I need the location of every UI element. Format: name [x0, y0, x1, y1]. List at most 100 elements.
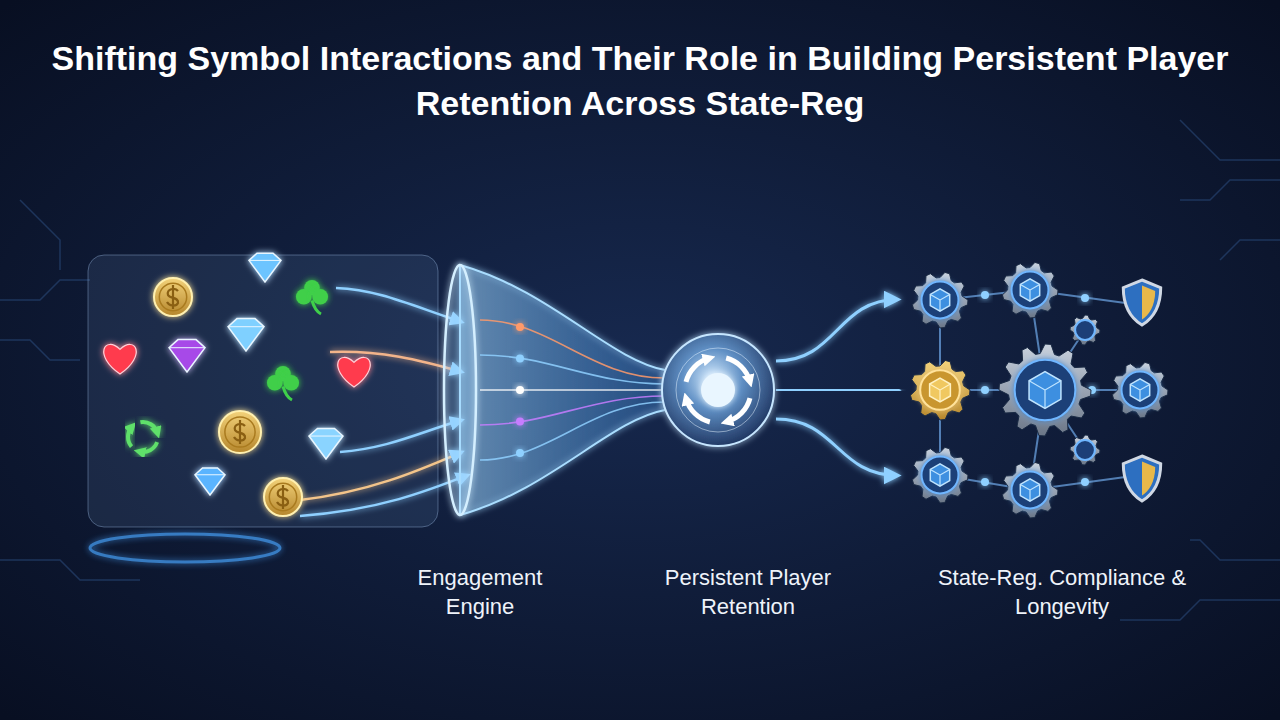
gear-network: State-Reg. Compliance & Longevity: [900, 250, 1185, 525]
gear-hub: [1075, 440, 1095, 460]
network-dot: [981, 291, 989, 299]
gear: [999, 344, 1091, 436]
stage-label: Engagement Engine: [400, 563, 560, 621]
circuit-trace: [1180, 120, 1280, 160]
symbols: [104, 253, 370, 516]
funnel-mouth: [444, 265, 476, 515]
funnel-shape: [440, 250, 665, 530]
flow-arrow: [300, 391, 462, 394]
heart-symbol: [338, 357, 370, 387]
gear-hub: [1075, 320, 1095, 340]
clover-leaf: [267, 375, 283, 391]
cube-icon: [1020, 479, 1039, 501]
panel-glow: [90, 534, 280, 562]
coin-mark: [277, 485, 288, 509]
diamond-facet: [309, 436, 343, 437]
circuit-trace: [1220, 240, 1280, 260]
funnel-node: Engagement Engine: [440, 250, 665, 530]
coin-mark: [234, 420, 245, 444]
gear-hub: [1015, 360, 1076, 421]
circuit-trace: [1190, 540, 1280, 560]
retention-orb: [662, 334, 774, 446]
stream-dot: [516, 418, 524, 426]
shield-half: [1142, 286, 1155, 320]
gear: [1070, 315, 1100, 345]
funnel-stream: [480, 389, 665, 391]
recycle-arrow: [140, 422, 157, 433]
diamond-facet: [169, 347, 205, 348]
cube-edges: [1029, 381, 1061, 409]
stream-dot: [516, 354, 524, 362]
cube-edges: [1130, 384, 1149, 401]
title: Shifting Symbol Interactions and Their R…: [40, 36, 1240, 126]
circle-shape: [660, 332, 776, 448]
recycle-arrow: [128, 427, 132, 447]
network-dot: [1081, 294, 1089, 302]
gear: [910, 360, 970, 420]
gear: [1112, 362, 1168, 418]
funnel-stream: [480, 402, 665, 460]
diamond-facet: [228, 326, 264, 327]
network-dot: [981, 386, 989, 394]
coin-symbol: [154, 278, 192, 316]
gear: [912, 447, 968, 503]
gear-hub: [1122, 372, 1159, 409]
retention-circle: Persistent Player Retention: [660, 332, 776, 448]
cube-edges: [930, 469, 949, 486]
diamond-facet: [195, 474, 225, 475]
clover-leaf: [312, 289, 328, 305]
funnel-stream: [480, 355, 665, 384]
flow-connector: [776, 419, 898, 476]
circuit-trace: [0, 340, 80, 360]
cube-icon: [1029, 372, 1061, 409]
cube-icon: [930, 289, 949, 311]
coin-rim: [269, 483, 296, 510]
cube-icon: [930, 378, 951, 402]
recycle-arrow: [140, 442, 157, 452]
shield-icon: [1123, 456, 1160, 501]
heart-symbol: [104, 344, 136, 374]
coin-symbol: [219, 411, 261, 453]
flow-connector: [776, 300, 898, 362]
network-dot: [1081, 478, 1089, 486]
shield-icon: [1123, 280, 1160, 325]
gear: [1002, 262, 1058, 318]
funnel-stream: [480, 396, 665, 425]
gear-hub: [1012, 272, 1049, 309]
clover-leaf: [296, 289, 312, 305]
clover-stem: [283, 387, 292, 401]
cube-icon: [930, 464, 949, 486]
flow-arrow: [300, 452, 462, 500]
gear-hub: [922, 457, 959, 494]
cube-icon: [1130, 379, 1149, 401]
clover-leaf: [283, 375, 299, 391]
diamond-symbol: [228, 319, 264, 351]
coin-rim: [159, 283, 186, 310]
gear: [1002, 462, 1058, 518]
cube-edges: [1020, 484, 1039, 501]
flow-arrow: [300, 475, 468, 516]
funnel-body: [460, 265, 665, 515]
clover-stem: [312, 301, 321, 315]
stream-dot: [516, 449, 524, 457]
orb-ring: [676, 348, 760, 432]
stage-label: State-Reg. Compliance & Longevity: [937, 563, 1187, 621]
circuit-trace: [0, 280, 90, 300]
cube-icon: [1020, 279, 1039, 301]
circuit-trace: [1120, 600, 1280, 620]
diamond-symbol: [249, 253, 281, 282]
circuit-trace: [20, 200, 60, 270]
gear: [912, 272, 968, 328]
stream-dot: [516, 386, 524, 394]
cube-edges: [1020, 284, 1039, 301]
shield-half: [1142, 462, 1155, 496]
diamond-facet: [249, 260, 281, 261]
coin-mark: [167, 285, 178, 309]
stream-dot: [516, 323, 524, 331]
circuit-trace: [1180, 180, 1280, 200]
diamond-symbol: [309, 428, 343, 459]
flow-connector: [776, 389, 898, 392]
coin-symbol: [264, 478, 302, 516]
